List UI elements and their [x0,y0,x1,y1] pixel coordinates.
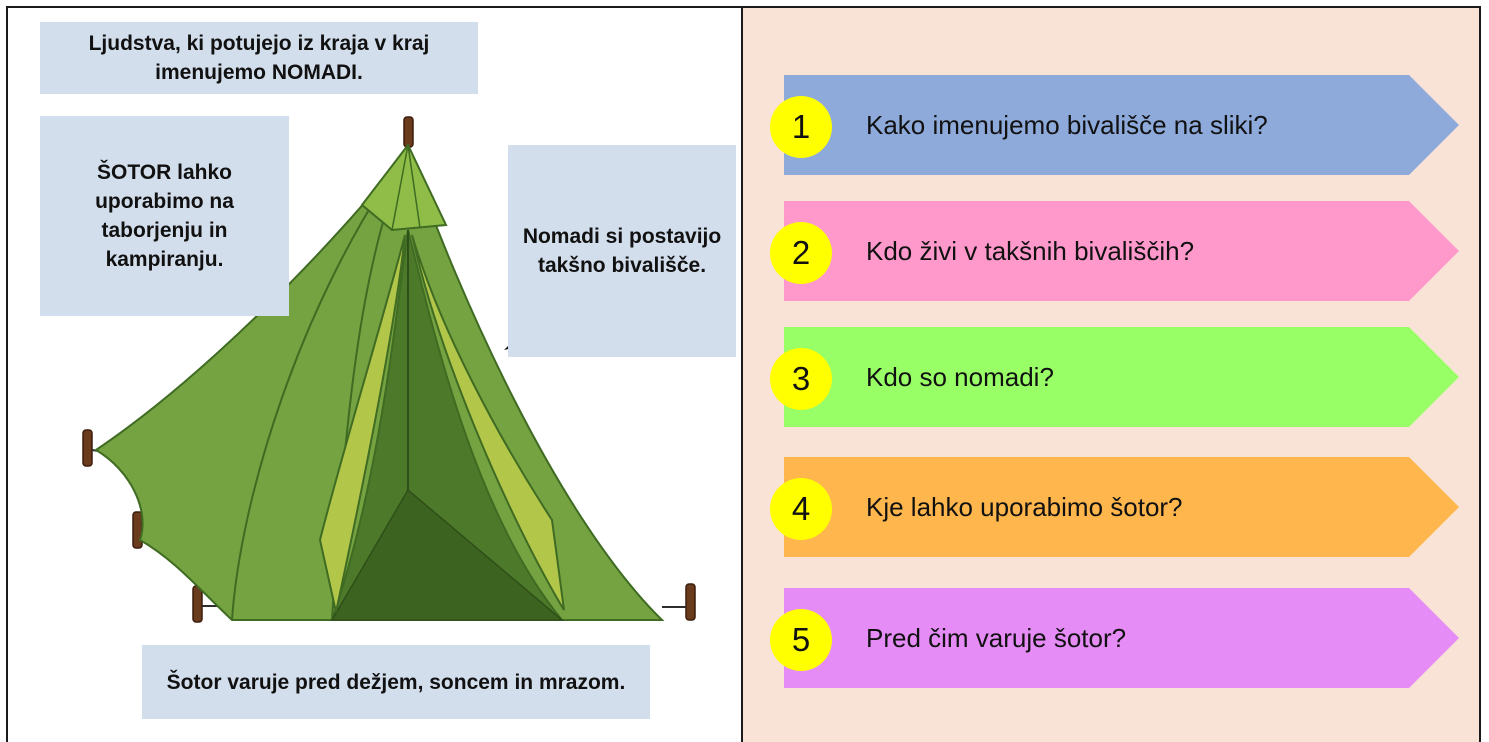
arrow-banner-shape [784,457,1459,557]
note-nomads-definition: Ljudstva, ki potujejo iz kraja v kraj im… [40,22,478,94]
note-nomads-dwelling: Nomadi si postavijo takšno bivališče. [508,145,736,357]
question-text: Pred čim varuje šotor? [866,622,1127,653]
tent-illustration [82,116,696,623]
question-5: 5 Pred čim varuje šotor? [770,588,1459,688]
arrow-banner-shape [784,75,1459,175]
question-text: Kdo živi v takšnih bivališčih? [866,235,1195,266]
question-number-badge: 2 [770,222,832,284]
question-3: 3 Kdo so nomadi? [770,327,1459,427]
question-number-badge: 1 [770,96,832,158]
question-2: 2 Kdo živi v takšnih bivališčih? [770,201,1459,301]
note-tent-protection: Šotor varuje pred dežjem, soncem in mraz… [142,645,650,719]
question-number-badge: 5 [770,609,832,671]
arrow-banner-shape [784,327,1459,427]
arrow-banner-shape [784,201,1459,301]
panel-divider [741,6,743,742]
question-1: 1 Kako imenujemo bivališče na sliki? [770,75,1459,175]
question-text: Kdo so nomadi? [866,361,1054,392]
question-number-badge: 4 [770,478,832,540]
question-number-badge: 3 [770,348,832,410]
question-4: 4 Kje lahko uporabimo šotor? [770,457,1459,557]
question-text: Kako imenujemo bivališče na sliki? [866,109,1268,140]
note-tent-uses: ŠOTOR lahko uporabimo na taborjenju in k… [40,116,289,316]
arrow-banner-shape [784,588,1459,688]
question-text: Kje lahko uporabimo šotor? [866,491,1183,522]
